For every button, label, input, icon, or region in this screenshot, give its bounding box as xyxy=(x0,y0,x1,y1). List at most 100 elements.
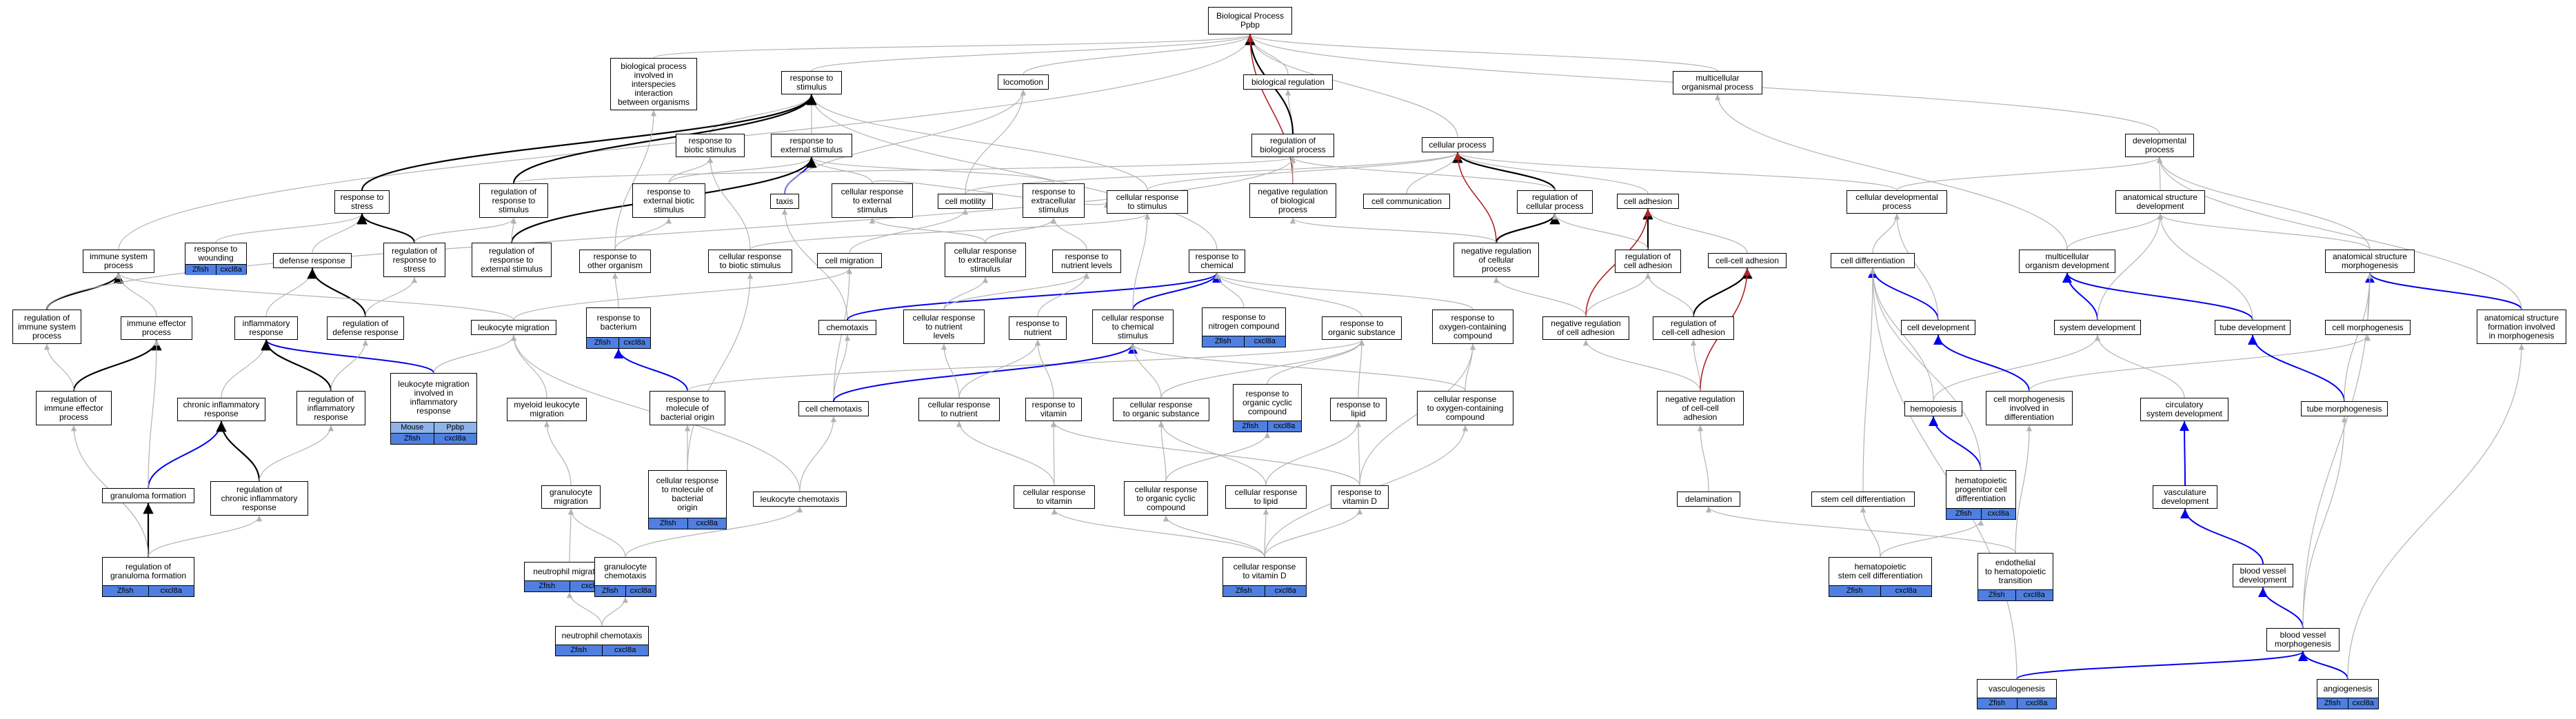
go-term-node[interactable]: cellular response to organic cyclic comp… xyxy=(1124,481,1208,516)
go-term-node[interactable]: cellular response to stimulus xyxy=(1107,190,1188,214)
go-term-node[interactable]: response to external stimulus xyxy=(771,134,852,157)
go-term-node[interactable]: regulation of cell-cell adhesion xyxy=(1653,316,1734,340)
go-term-node[interactable]: cellular process xyxy=(1422,137,1493,152)
go-term-node[interactable]: leukocyte migration xyxy=(471,320,556,335)
go-term-node[interactable]: response to vitamin D xyxy=(1331,485,1389,509)
go-term-node[interactable]: cellular response to extracellular stimu… xyxy=(945,243,1026,277)
go-term-node[interactable]: cell differentiation xyxy=(1831,253,1915,268)
go-term-node[interactable]: response to biotic stimulus xyxy=(676,134,745,157)
go-term-node[interactable]: regulation of inflammatory response xyxy=(296,391,365,425)
go-term-node[interactable]: stem cell differentiation xyxy=(1811,492,1915,507)
go-term-node[interactable]: hematopoietic progenitor cell differenti… xyxy=(1946,470,2016,520)
go-term-node[interactable]: regulation of chronic inflammatory respo… xyxy=(210,481,308,516)
go-term-node[interactable]: cellular response to lipid xyxy=(1225,485,1307,509)
go-term-node[interactable]: inflammatory response xyxy=(234,316,298,340)
go-term-node[interactable]: cell chemotaxis xyxy=(798,401,869,416)
go-term-node[interactable]: hemopoiesis xyxy=(1904,401,1962,416)
go-term-node[interactable]: locomotion xyxy=(998,74,1049,90)
go-term-node[interactable]: cellular response to oxygen-containing c… xyxy=(1417,391,1513,425)
go-term-node[interactable]: negative regulation of cellular process xyxy=(1453,243,1539,277)
go-term-node[interactable]: cellular response to chemical stimulus xyxy=(1092,310,1174,344)
go-term-node[interactable]: response to chemical xyxy=(1189,250,1245,273)
go-term-node[interactable]: regulation of immune effector process xyxy=(36,391,112,425)
go-term-node[interactable]: regulation of response to stress xyxy=(383,243,445,277)
go-term-node[interactable]: response to stimulus xyxy=(781,71,842,94)
go-term-node[interactable]: response to extracellular stimulus xyxy=(1023,183,1085,218)
go-term-node[interactable]: response to organic substance xyxy=(1322,316,1402,340)
go-term-node[interactable]: blood vessel morphogenesis xyxy=(2266,628,2339,651)
go-term-node[interactable]: regulation of biological process xyxy=(1251,134,1334,157)
go-term-node[interactable]: defense response xyxy=(273,253,352,268)
go-term-node[interactable]: tube morphogenesis xyxy=(2301,401,2388,416)
go-term-node[interactable]: cellular response to external stimulus xyxy=(832,183,913,218)
go-term-node[interactable]: cellular response to vitamin xyxy=(1014,485,1095,509)
go-term-node[interactable]: response to nutrient levels xyxy=(1052,250,1121,273)
go-term-node[interactable]: cellular response to molecule of bacteri… xyxy=(648,470,727,529)
go-term-node[interactable]: negative regulation of cell-cell adhesio… xyxy=(1657,391,1744,425)
go-term-node[interactable]: cell motility xyxy=(938,194,993,209)
go-term-node[interactable]: response to oxygen-containing compound xyxy=(1432,310,1513,344)
go-term-node[interactable]: cell morphogenesis xyxy=(2325,320,2411,335)
go-term-node[interactable]: blood vessel development xyxy=(2233,564,2293,587)
go-term-node[interactable]: tube development xyxy=(2215,320,2291,335)
go-term-node[interactable]: regulation of cellular process xyxy=(1517,190,1593,214)
go-term-node[interactable]: chronic inflammatory response xyxy=(177,398,265,421)
go-term-node[interactable]: regulation of immune system process xyxy=(12,310,81,344)
go-term-node[interactable]: taxis xyxy=(770,194,799,209)
go-term-node[interactable]: cell migration xyxy=(817,253,882,268)
go-term-node[interactable]: granuloma formation xyxy=(102,488,194,503)
go-term-node[interactable]: regulation of defense response xyxy=(327,316,404,340)
go-term-node[interactable]: immune system process xyxy=(83,250,154,273)
go-term-node[interactable]: myeloid leukocyte migration xyxy=(507,398,587,421)
go-term-node[interactable]: response to molecule of bacterial origin xyxy=(650,391,725,425)
go-term-node[interactable]: response to other organism xyxy=(579,250,651,273)
go-term-node[interactable]: cell communication xyxy=(1363,194,1450,209)
go-term-node[interactable]: response to nutrient xyxy=(1009,316,1067,340)
go-term-node[interactable]: cellular response to biotic stimulus xyxy=(708,250,792,273)
go-term-node[interactable]: biological regulation xyxy=(1243,74,1333,90)
go-term-node[interactable]: cellular response to organic substance xyxy=(1113,398,1209,421)
go-term-node[interactable]: circulatory system development xyxy=(2140,398,2228,421)
go-term-node[interactable]: anatomical structure morphogenesis xyxy=(2325,250,2415,273)
go-term-node[interactable]: multicellular organismal process xyxy=(1673,71,1762,94)
go-term-node[interactable]: biological process involved in interspec… xyxy=(610,58,697,110)
go-term-node[interactable]: cellular response to nutrient xyxy=(918,398,1000,421)
go-term-node[interactable]: Biological Process Ppbp xyxy=(1208,7,1292,34)
go-term-node[interactable]: developmental process xyxy=(2125,134,2194,157)
go-term-node[interactable]: cellular developmental process xyxy=(1847,190,1947,214)
go-term-node[interactable]: response to external biotic stimulus xyxy=(632,183,705,218)
go-term-node[interactable]: leukocyte chemotaxis xyxy=(753,492,847,507)
go-term-node[interactable]: system development xyxy=(2054,320,2141,335)
go-term-node[interactable]: regulation of response to external stimu… xyxy=(472,243,552,277)
go-term-node[interactable]: response to lipid xyxy=(1330,398,1387,421)
go-term-node[interactable]: regulation of cell adhesion xyxy=(1615,250,1681,273)
go-term-node[interactable]: response to stress xyxy=(334,190,390,214)
go-term-node[interactable]: immune effector process xyxy=(121,316,192,340)
go-term-node[interactable]: negative regulation of biological proces… xyxy=(1249,183,1336,218)
go-term-node[interactable]: multicellular organism development xyxy=(2019,250,2115,273)
go-term-node[interactable]: granulocyte migration xyxy=(541,485,601,509)
go-term-node[interactable]: cell morphogenesis involved in different… xyxy=(1986,391,2073,425)
go-term-node[interactable]: cell-cell adhesion xyxy=(1708,253,1787,268)
go-term-node[interactable]: cellular response to nutrient levels xyxy=(903,310,985,344)
go-term-node[interactable]: anatomical structure formation involved … xyxy=(2477,310,2566,344)
go-term-node[interactable]: vasculature development xyxy=(2153,485,2217,509)
go-term-node[interactable]: response to vitamin xyxy=(1025,398,1082,421)
go-term-node[interactable]: regulation of response to stimulus xyxy=(479,183,548,218)
go-term-node[interactable]: leukocyte migration involved in inflamma… xyxy=(390,373,477,445)
go-term-node[interactable]: chemotaxis xyxy=(818,320,876,335)
go-term-node[interactable]: anatomical structure development xyxy=(2115,190,2205,214)
go-term-node[interactable]: cell development xyxy=(1901,320,1975,335)
